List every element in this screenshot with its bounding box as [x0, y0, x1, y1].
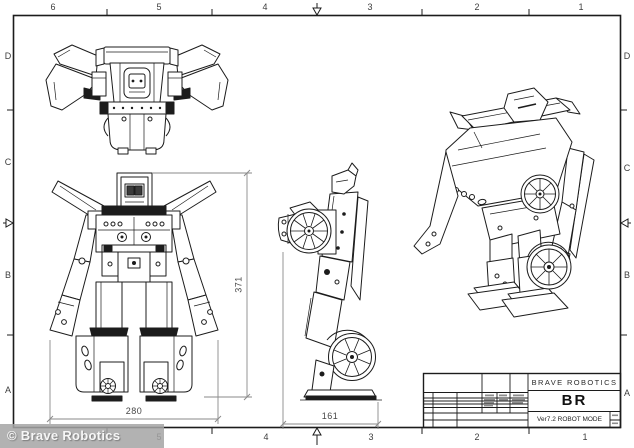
zone-left-a: A — [4, 385, 11, 395]
zone-top-4: 4 — [262, 2, 268, 12]
center-mark-top-icon — [312, 3, 322, 17]
zone-left-d: D — [4, 51, 12, 61]
dimension-height-371: 371 — [233, 276, 244, 293]
top-view-drawing — [45, 44, 229, 155]
zone-top-3: 3 — [367, 2, 373, 12]
zone-top-6: 6 — [50, 2, 56, 12]
zone-right-c: C — [623, 163, 631, 173]
zone-left-c: C — [4, 157, 12, 167]
zone-top-2: 2 — [474, 2, 480, 12]
watermark: © Brave Robotics — [0, 424, 164, 448]
zone-bottom-3: 3 — [368, 432, 374, 442]
dimension-width-161: 161 — [321, 411, 339, 421]
title-block-logo: BR — [561, 392, 588, 409]
title-block-version: Ver7.2 ROBOT MODE — [537, 416, 602, 423]
zone-right-b: B — [623, 270, 630, 280]
zone-right-a: A — [623, 388, 630, 398]
title-block-grid — [422, 372, 622, 429]
title-block-company: BRAVE ROBOTICS — [531, 378, 618, 387]
dimension-width-280: 280 — [125, 406, 143, 416]
center-mark-right-icon — [619, 218, 631, 228]
zone-top-5: 5 — [156, 2, 162, 12]
zone-bottom-1: 1 — [582, 432, 588, 442]
dimension-lines — [46, 169, 382, 429]
zone-bottom-2: 2 — [474, 432, 480, 442]
zone-bottom-4: 4 — [263, 432, 269, 442]
center-mark-left-icon — [3, 218, 15, 228]
side-view-drawing — [277, 162, 382, 401]
center-mark-bottom-icon — [312, 426, 322, 445]
iso-view-drawing — [413, 87, 595, 318]
zone-right-d: D — [623, 51, 631, 61]
zone-top-1: 1 — [578, 2, 584, 12]
zone-left-b: B — [4, 270, 11, 280]
front-view-drawing — [49, 172, 219, 402]
